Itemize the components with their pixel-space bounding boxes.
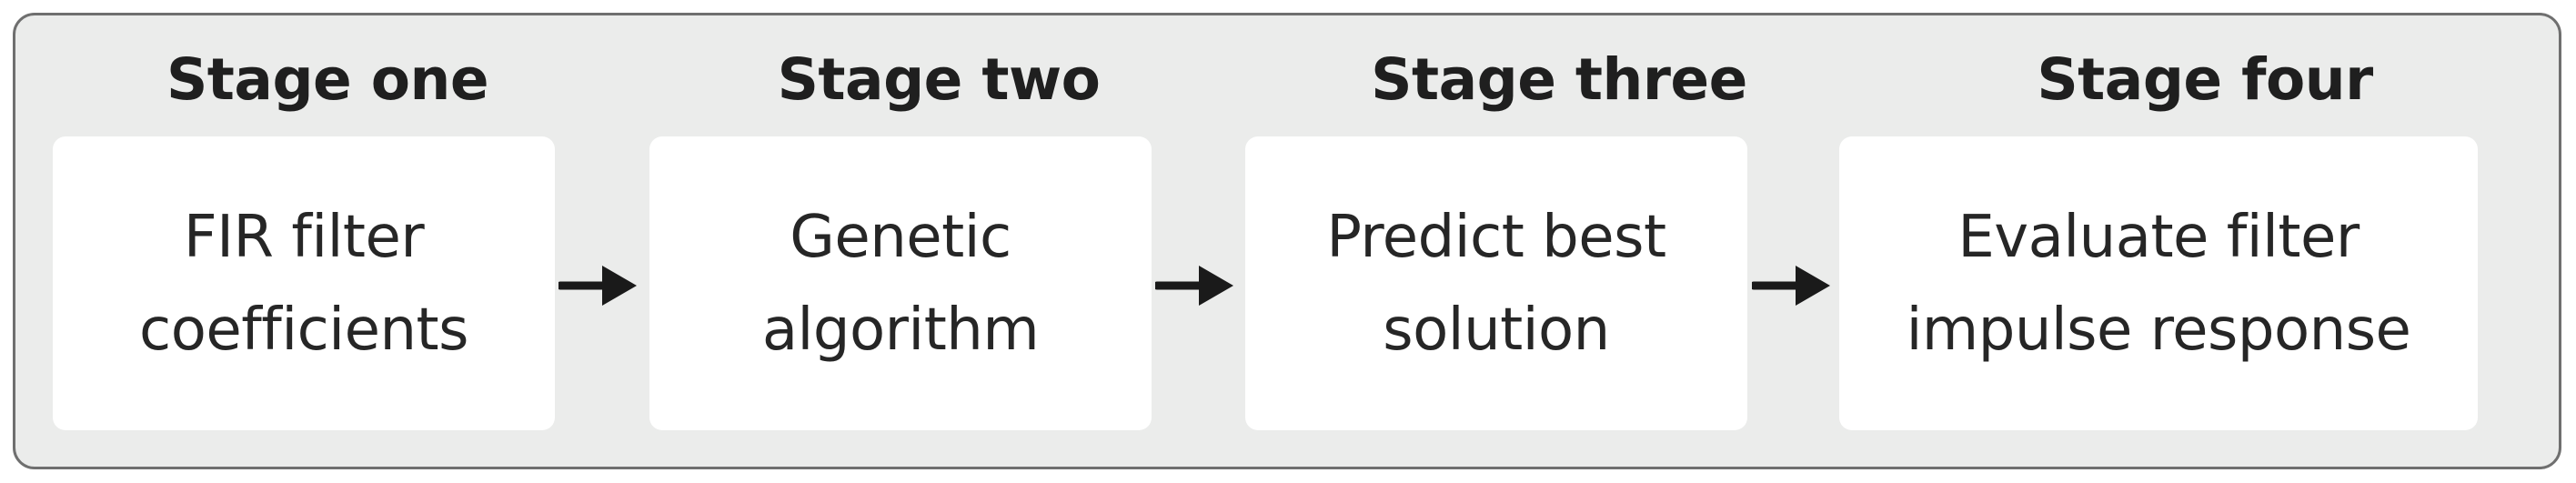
stage-two-label-line-2: algorithm — [761, 296, 1040, 364]
stage-three-label: Predict best solution — [1326, 191, 1666, 377]
stage-four-label: Evaluate filter impulse response — [1907, 191, 2411, 377]
stage-one-label: FIR filter coefficients — [139, 191, 468, 377]
stage-three-box: Predict best solution — [1245, 136, 1747, 430]
stage-four-label-line-2: impulse response — [1906, 296, 2411, 364]
stage-four-box: Evaluate filter impulse response — [1839, 136, 2478, 430]
stage-three-label-line-2: solution — [1383, 296, 1610, 364]
right-arrow-icon — [1155, 266, 1233, 306]
right-arrow-icon — [558, 266, 637, 306]
stage-three-title: Stage three — [1371, 46, 1747, 113]
stage-one-label-line-1: FIR filter — [183, 203, 425, 271]
stage-two-label-line-1: Genetic — [790, 203, 1011, 271]
right-arrow-icon — [1752, 266, 1830, 306]
stage-two-box: Genetic algorithm — [649, 136, 1152, 430]
stage-one-title: Stage one — [166, 46, 489, 113]
stage-three-label-line-1: Predict best — [1326, 203, 1666, 271]
stage-four-label-line-1: Evaluate filter — [1957, 203, 2360, 271]
stage-one-label-line-2: coefficients — [139, 296, 468, 364]
stage-two-title: Stage two — [777, 46, 1101, 113]
stage-four-title: Stage four — [2037, 46, 2373, 113]
stage-one-box: FIR filter coefficients — [53, 136, 555, 430]
stage-two-label: Genetic algorithm — [761, 191, 1040, 377]
